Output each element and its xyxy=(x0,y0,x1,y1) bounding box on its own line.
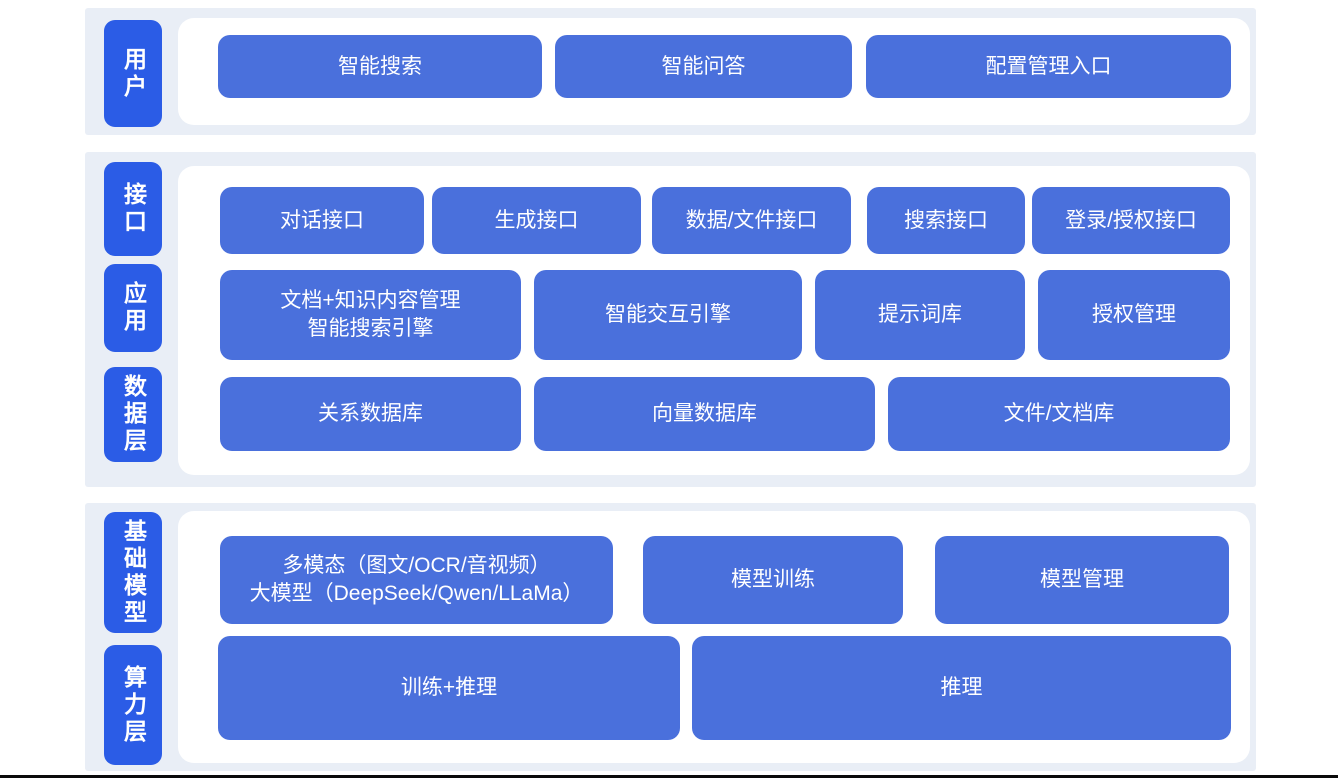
layer-label-application: 应用 xyxy=(104,264,162,352)
layer-label-compute-layer: 算力层 xyxy=(104,645,162,765)
node-label: 训练+推理 xyxy=(400,676,498,699)
layer-label-interface: 接口 xyxy=(104,162,162,256)
node-label: 模型训练 xyxy=(731,568,815,591)
node-label: 智能交互引擎 xyxy=(605,303,731,326)
node-label: 智能问答 xyxy=(661,54,746,78)
node-label: 登录/授权接口 xyxy=(1065,208,1197,232)
node-model-management: 模型管理 xyxy=(935,536,1229,624)
node-auth-management: 授权管理 xyxy=(1038,270,1230,360)
node-smart-search: 智能搜索 xyxy=(218,35,542,98)
bottom-border-line xyxy=(0,775,1338,778)
node-label: 数据/文件接口 xyxy=(685,208,818,232)
node-label: 向量数据库 xyxy=(652,402,757,425)
node-label: 推理 xyxy=(940,676,983,699)
node-label-line: 文档+知识内容管理 xyxy=(280,289,461,312)
node-dialog-api: 对话接口 xyxy=(220,187,424,254)
node-label: 配置管理入口 xyxy=(985,54,1112,78)
node-model-training: 模型训练 xyxy=(643,536,903,624)
node-vector-db: 向量数据库 xyxy=(534,377,875,451)
node-training-inference: 训练+推理 xyxy=(218,636,680,740)
layer-label-user: 用户 xyxy=(104,20,162,127)
layer-label-foundation-model: 基础模型 xyxy=(104,512,162,633)
node-label: 生成接口 xyxy=(494,208,579,232)
node-label: 智能搜索 xyxy=(338,54,422,78)
node-label-line: 智能搜索引擎 xyxy=(307,317,434,340)
node-label: 提示词库 xyxy=(878,303,962,326)
node-label: 文件/文档库 xyxy=(1003,402,1115,425)
node-data-file-api: 数据/文件接口 xyxy=(652,187,851,254)
node-generation-api: 生成接口 xyxy=(432,187,641,254)
node-inference: 推理 xyxy=(692,636,1231,740)
layer-label-data-layer: 数据层 xyxy=(104,367,162,462)
node-label: 模型管理 xyxy=(1040,568,1124,591)
node-doc-knowledge-search-engine: 文档+知识内容管理 智能搜索引擎 xyxy=(220,270,521,360)
node-label-line: 大模型（DeepSeek/Qwen/LLaMa） xyxy=(249,582,584,605)
node-interactive-engine: 智能交互引擎 xyxy=(534,270,802,360)
node-label: 授权管理 xyxy=(1092,303,1176,326)
node-search-api: 搜索接口 xyxy=(867,187,1025,254)
node-label-line: 多模态（图文/OCR/音视频） xyxy=(282,554,551,577)
node-file-doc-store: 文件/文档库 xyxy=(888,377,1230,451)
node-config-management-entry: 配置管理入口 xyxy=(866,35,1231,98)
node-smart-qa: 智能问答 xyxy=(555,35,852,98)
node-relational-db: 关系数据库 xyxy=(220,377,521,451)
node-label: 搜索接口 xyxy=(904,208,988,232)
node-login-auth-api: 登录/授权接口 xyxy=(1032,187,1230,254)
node-label: 对话接口 xyxy=(280,208,364,232)
node-prompt-library: 提示词库 xyxy=(815,270,1025,360)
node-label: 关系数据库 xyxy=(318,402,423,425)
node-multimodal-llm: 多模态（图文/OCR/音视频） 大模型（DeepSeek/Qwen/LLaMa） xyxy=(220,536,613,624)
